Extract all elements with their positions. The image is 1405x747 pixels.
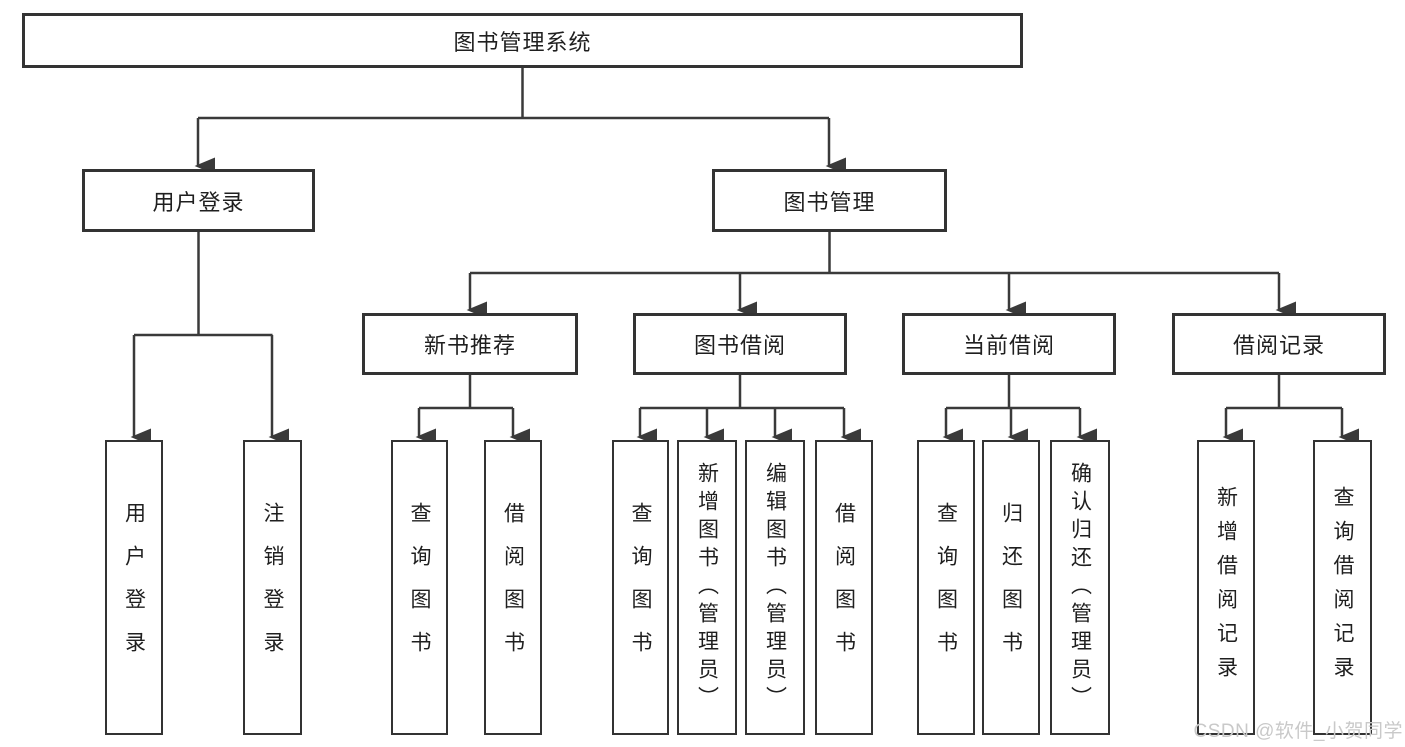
leaf-query-books-current: 查询图书 <box>917 440 975 735</box>
csdn-watermark: CSDN @软件_小贺同学 <box>1193 721 1403 742</box>
leaf-borrow-books-recommend: 借阅图书 <box>484 440 542 735</box>
leaf-add-books-admin: 新增图书（管理员） <box>677 440 737 735</box>
node-root-system: 图书管理系统 <box>22 13 1023 68</box>
leaf-borrow-books: 借阅图书 <box>815 440 873 735</box>
leaf-confirm-return-admin: 确认归还（管理员） <box>1050 440 1110 735</box>
node-book-borrow: 图书借阅 <box>633 313 847 375</box>
leaf-query-books-borrow: 查询图书 <box>612 440 669 735</box>
tree-branch-lines <box>134 68 1342 410</box>
leaf-add-borrow-record: 新增借阅记录 <box>1197 440 1255 735</box>
node-book-management-module: 图书管理 <box>712 169 947 232</box>
leaf-edit-books-admin: 编辑图书（管理员） <box>745 440 805 735</box>
leaf-query-books-recommend: 查询图书 <box>391 440 448 735</box>
leaf-query-borrow-record: 查询借阅记录 <box>1313 440 1372 735</box>
leaf-logout: 注销登录 <box>243 440 302 735</box>
leaf-return-books: 归还图书 <box>982 440 1040 735</box>
node-user-login-module: 用户登录 <box>82 169 315 232</box>
node-current-borrow: 当前借阅 <box>902 313 1116 375</box>
node-new-book-recommend: 新书推荐 <box>362 313 578 375</box>
node-borrow-records: 借阅记录 <box>1172 313 1386 375</box>
leaf-user-login: 用户登录 <box>105 440 163 735</box>
arrow-stubs <box>130 118 1359 446</box>
